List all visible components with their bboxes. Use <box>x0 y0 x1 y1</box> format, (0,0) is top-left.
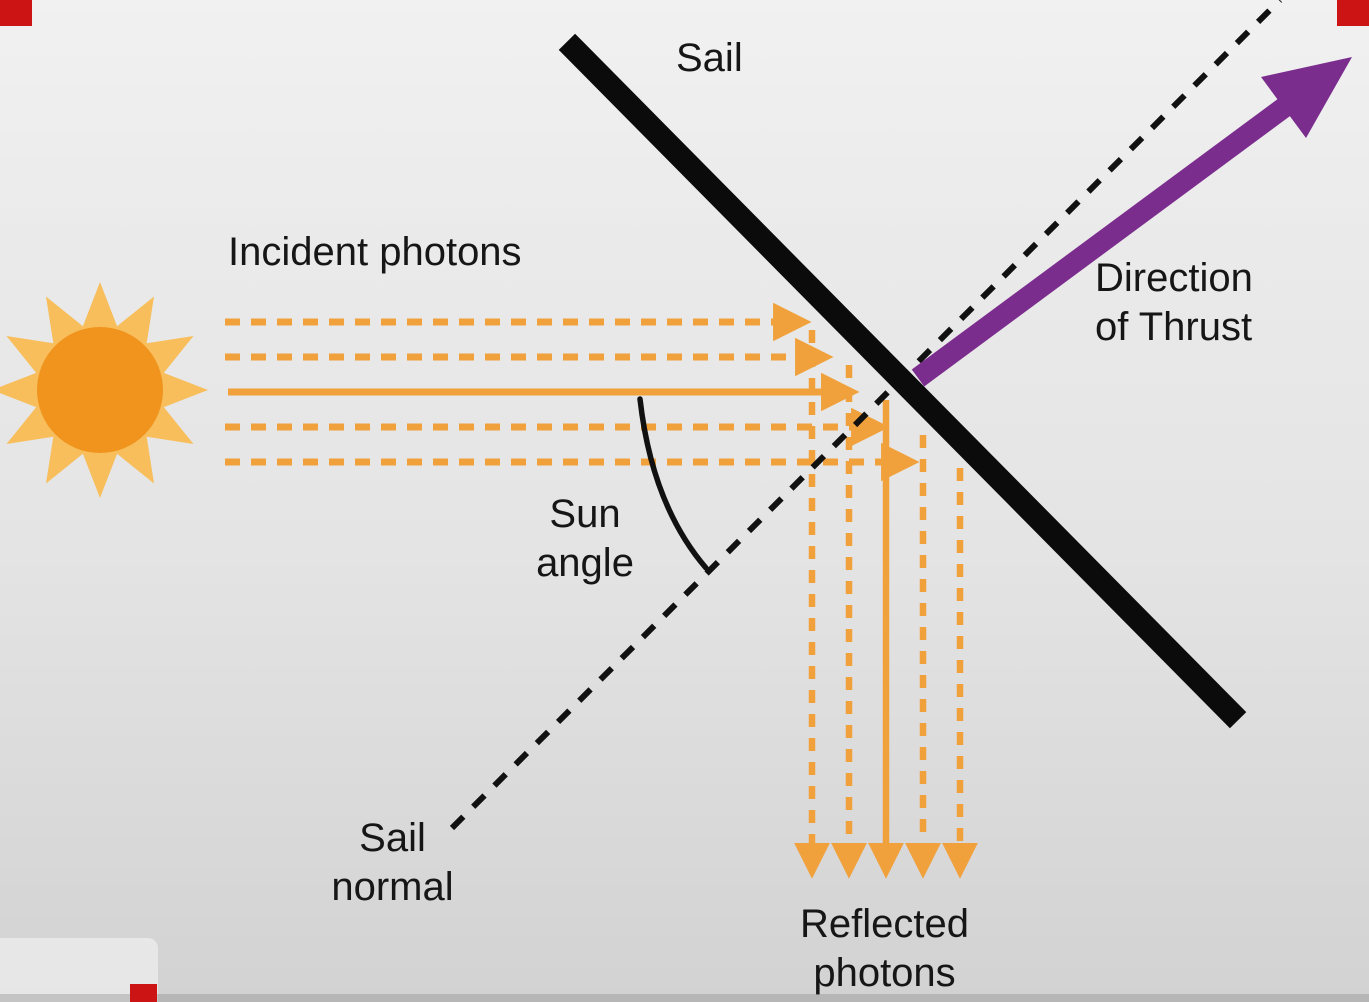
incident-photon-rays <box>225 302 920 482</box>
sun-angle-line1: Sun <box>549 492 621 536</box>
sun-icon <box>0 282 208 498</box>
sail-normal-label: Sail normal <box>295 814 490 912</box>
reflected-photons-line2: photons <box>813 950 956 995</box>
corner-marker-top-right <box>1337 0 1369 26</box>
corner-marker-top-left <box>0 0 32 26</box>
sail-normal-line1: Sail <box>359 816 426 860</box>
playhead-marker[interactable] <box>130 984 157 1002</box>
sun-angle-label: Sun angle <box>495 490 675 588</box>
sun-core <box>37 327 163 453</box>
reflected-photons-label: Reflected photons <box>752 900 1017 998</box>
reflected-photon-rays <box>794 330 978 879</box>
sail-line <box>558 33 1247 729</box>
progress-bar[interactable] <box>0 994 1369 1002</box>
sun-angle-arc <box>637 396 709 571</box>
direction-of-thrust-label: Direction of Thrust <box>1095 254 1253 352</box>
reflected-photons-line1: Reflected <box>800 902 969 946</box>
sun-angle-line2: angle <box>536 540 634 585</box>
thrust-arrow <box>911 57 1352 387</box>
incident-photons-label: Incident photons <box>228 230 522 274</box>
direction-of-thrust-line1: Direction <box>1095 256 1253 300</box>
sail-normal-line <box>449 0 1283 831</box>
sail-label: Sail <box>676 36 743 80</box>
thrust-arrowhead <box>1261 57 1352 138</box>
sail-normal-line2: normal <box>331 864 454 909</box>
direction-of-thrust-line2: of Thrust <box>1095 304 1253 349</box>
